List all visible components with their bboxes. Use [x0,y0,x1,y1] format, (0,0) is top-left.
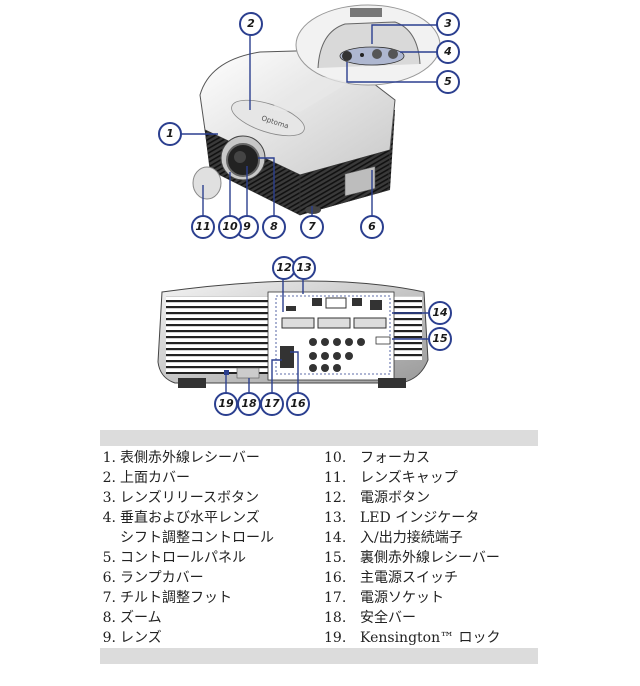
callout-6: 6 [360,215,384,239]
legend-item: 19.Kensington™ ロック [324,630,501,646]
back-view [157,279,429,393]
legend-item: 18.安全バー [324,610,416,626]
callout-1: 1 [158,122,182,146]
legend-item: 5.コントロールパネル [102,550,246,566]
callout-19: 19 [214,392,238,416]
legend-item: 7.チルト調整フット [102,590,232,606]
legend-item: 2.上面カバー [102,470,190,486]
legend-item: 6.ランプカバー [102,570,204,586]
legend-item: 12.電源ボタン [324,490,430,506]
callout-10: 10 [218,215,242,239]
legend-item: 9.レンズ [102,630,162,646]
legend-item: 16.主電源スイッチ [324,570,458,586]
legend-item-continuation: シフト調整コントロール [120,530,274,546]
legend-header-bar [100,430,538,446]
callout-16: 16 [286,392,310,416]
projector-illustration: Optoma [157,4,441,393]
callout-15: 15 [428,327,452,351]
legend-item: 15.裏側赤外線レシーバー [324,550,500,566]
callout-13: 13 [292,256,316,280]
callout-18: 18 [237,392,261,416]
legend-item: 17.電源ソケット [324,590,444,606]
callout-2: 2 [239,12,263,36]
legend-item: 11.レンズキャップ [324,470,458,486]
front-view: Optoma [180,4,441,226]
legend-footer-bar [100,648,538,664]
legend-right-column: 10.フォーカス 11.レンズキャップ 12.電源ボタン 13.LED インジケ… [324,448,501,648]
callout-14: 14 [428,301,452,325]
legend-item: 8.ズーム [102,610,162,626]
callout-3: 3 [436,12,460,36]
callout-11: 11 [191,215,215,239]
legend-item: 3.レンズリリースボタン [102,490,260,506]
legend-item: 4.垂直および水平レンズ [102,510,260,526]
callout-5: 5 [436,70,460,94]
legend-item: 10.フォーカス [324,450,430,466]
callout-8: 8 [262,215,286,239]
legend-item: 13.LED インジケータ [324,510,480,526]
legend-item: 1.表側赤外線レシーバー [102,450,260,466]
legend-left-column: 1.表側赤外線レシーバー 2.上面カバー 3.レンズリリースボタン 4.垂直およ… [96,448,274,648]
callout-17: 17 [260,392,284,416]
legend-item: 14.入/出力接続端子 [324,530,463,546]
callout-7: 7 [300,215,324,239]
callout-4: 4 [436,40,460,64]
callout-12: 12 [272,256,296,280]
